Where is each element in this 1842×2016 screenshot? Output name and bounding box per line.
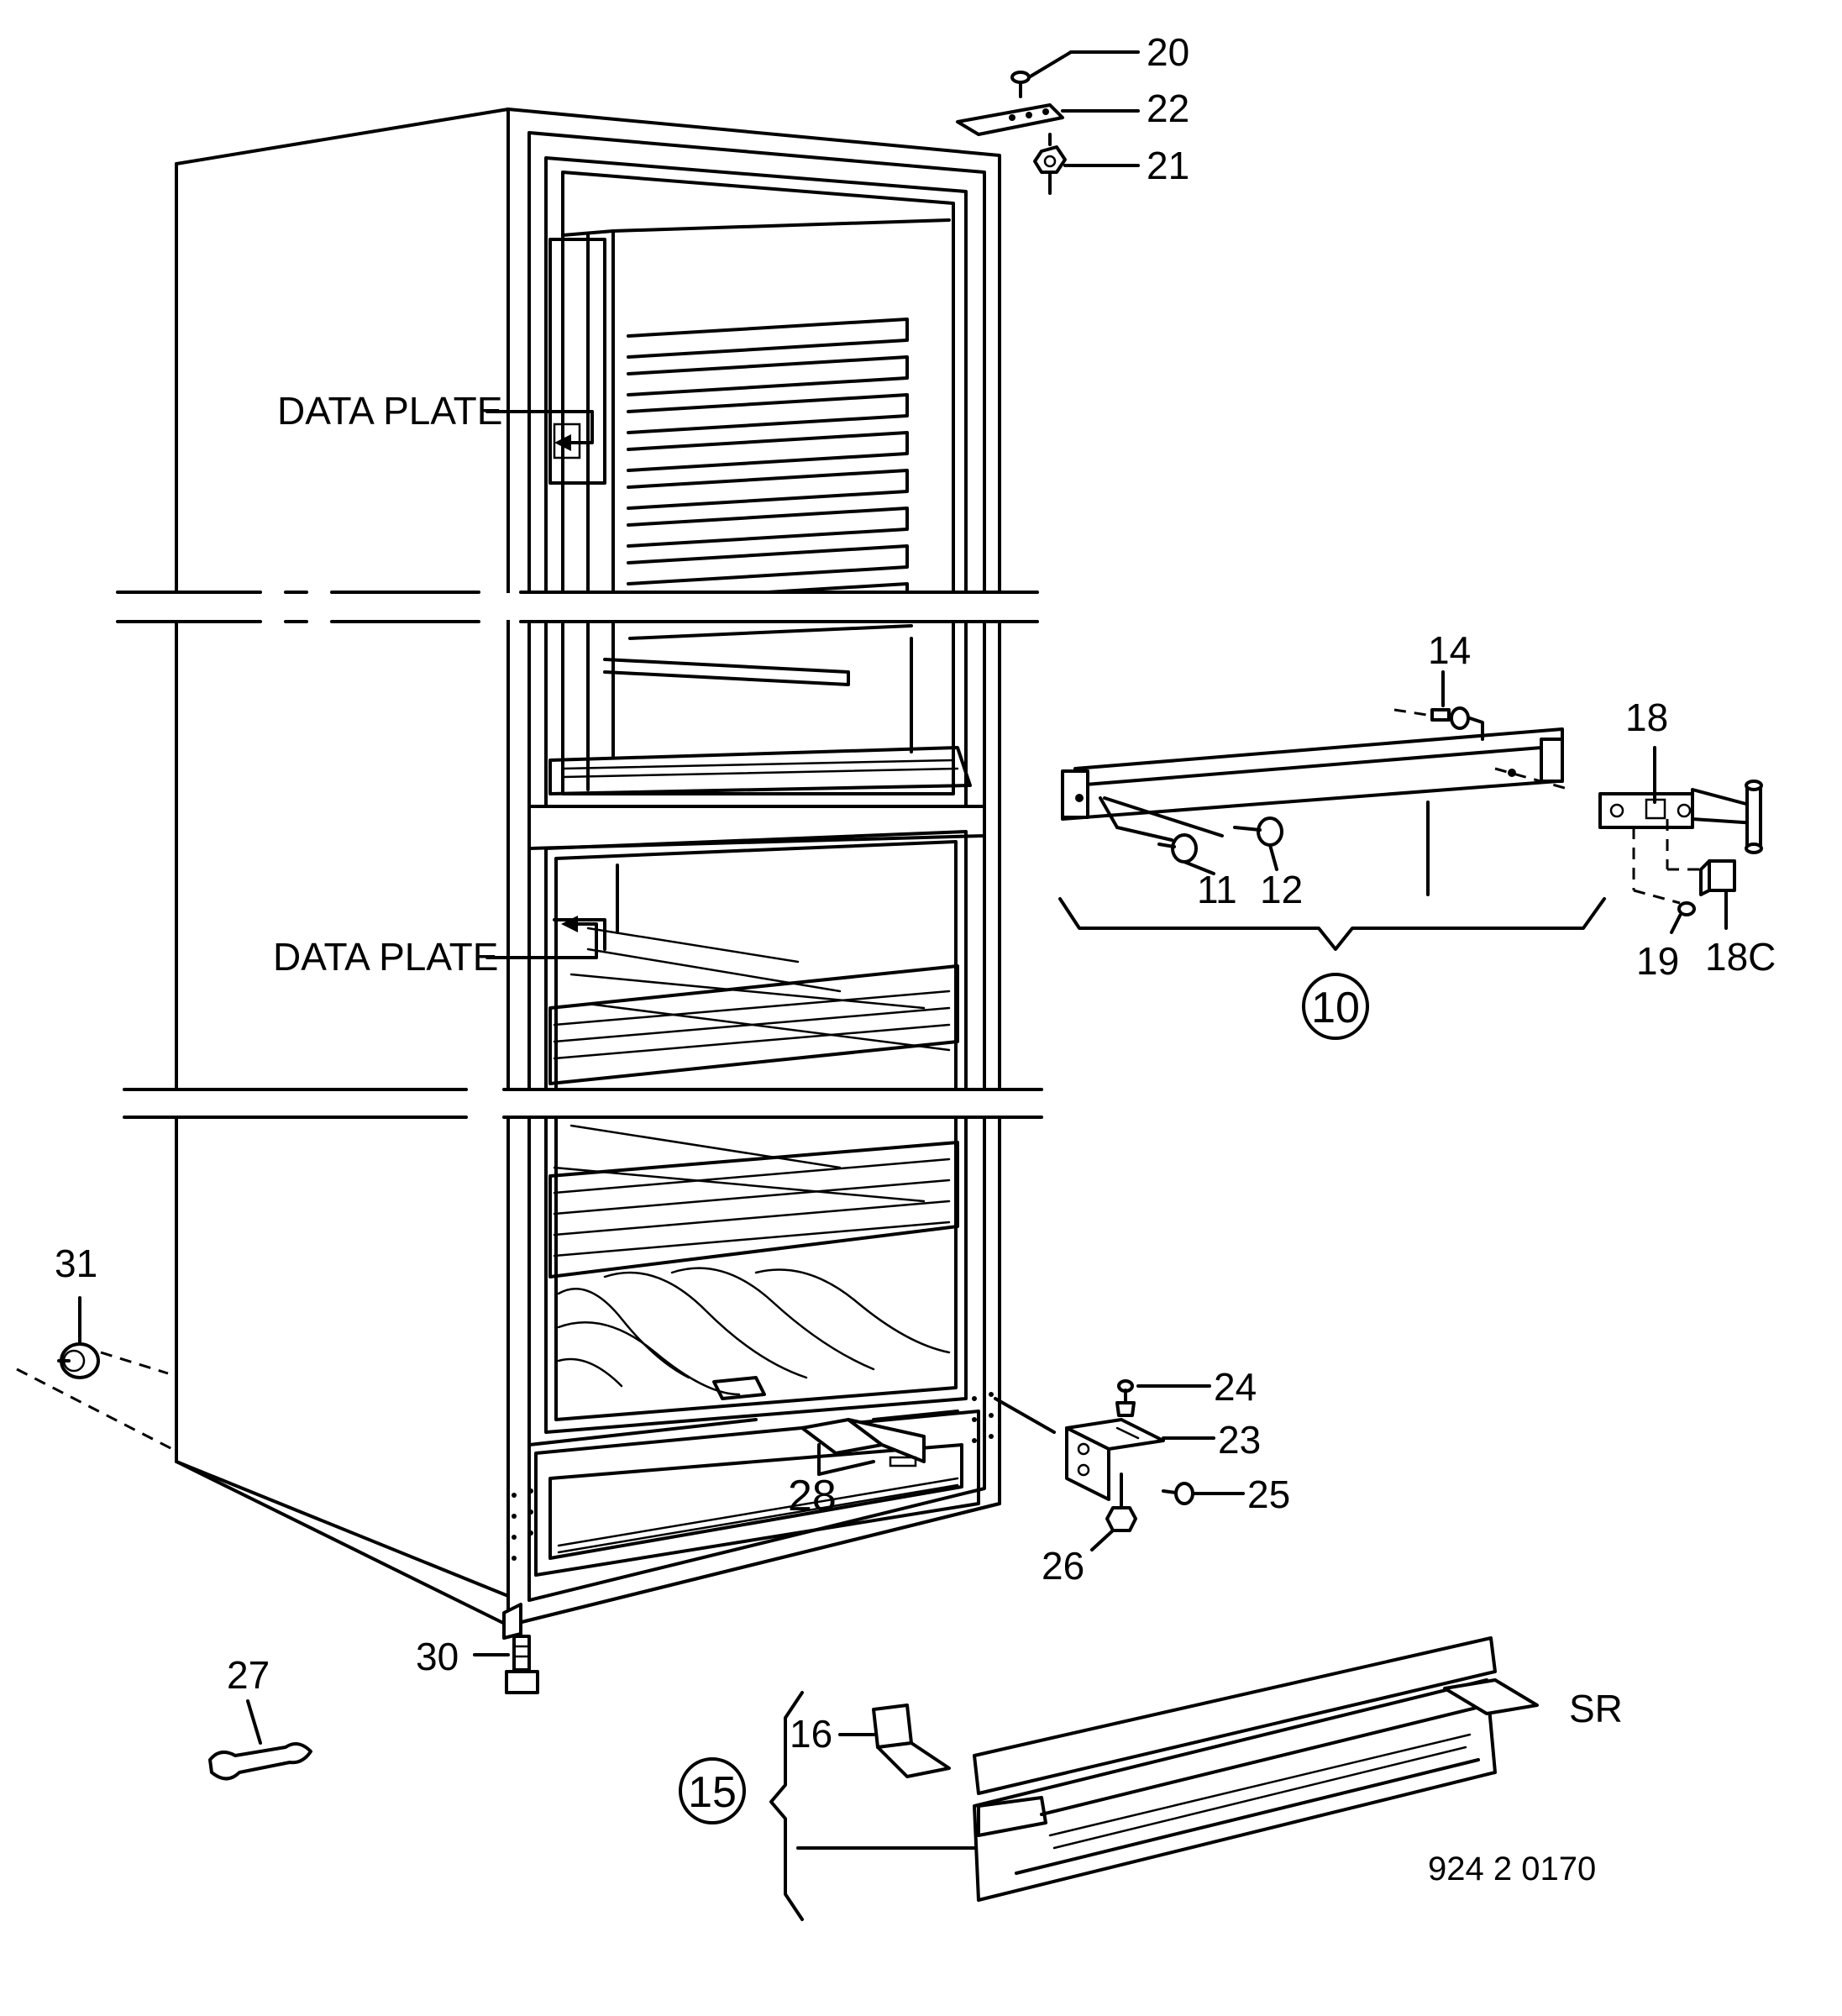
part-number-10: 10 [1311, 984, 1360, 1032]
data-plate-callout-upper [485, 410, 594, 451]
break-line-upper [109, 591, 1039, 623]
part-number-15: 15 [688, 1768, 737, 1817]
top-hinge-parts [956, 50, 1140, 195]
assembly-10-circle [1302, 973, 1369, 1040]
wire-shelf-upper [548, 927, 959, 1085]
drawing-number: 924 2 0170 [1428, 1851, 1596, 1887]
break-line-lower [109, 1088, 1043, 1119]
door-stop-assembly [1598, 746, 1763, 934]
hinge-holes-right [972, 1392, 994, 1443]
door-bar-assembly [1058, 670, 1606, 951]
part-number-18c: 18C [1705, 935, 1776, 979]
leveling-foot-30 [473, 1635, 539, 1694]
bottom-hinge-parts [994, 1379, 1245, 1551]
part-number-24: 24 [1214, 1365, 1257, 1409]
adjustable-foot-31 [16, 1296, 173, 1451]
part-number-21: 21 [1147, 144, 1189, 187]
part-number-25: 25 [1247, 1473, 1290, 1516]
part-number-16: 16 [790, 1712, 832, 1756]
part-number-30: 30 [416, 1635, 459, 1678]
part-number-20: 20 [1147, 30, 1189, 74]
data-plate-label-lower: DATA PLATE [273, 935, 498, 979]
drip-bracket [800, 1418, 926, 1467]
data-plate-callout-lower [485, 916, 598, 959]
part-number-26: 26 [1042, 1544, 1084, 1588]
refrigerator-cabinet [109, 108, 1043, 1640]
part-number-14: 14 [1428, 628, 1471, 672]
data-plate-label-upper: DATA PLATE [277, 389, 502, 433]
part-number-19: 19 [1636, 939, 1679, 983]
hinge-holes-left [512, 1488, 533, 1561]
wire-shelf-lower [548, 1124, 959, 1278]
part-28-leader [817, 1443, 875, 1476]
wrench-27 [208, 1699, 312, 1781]
variant-label-sr: SR [1569, 1687, 1623, 1730]
part-number-27: 27 [227, 1653, 270, 1697]
part-number-28: 28 [788, 1472, 837, 1520]
part-number-31: 31 [55, 1242, 97, 1285]
part-number-12: 12 [1260, 868, 1303, 911]
door-trim-assembly [769, 1636, 1539, 1921]
assembly-15-circle [679, 1757, 746, 1824]
part-number-22: 22 [1147, 87, 1189, 130]
part-number-23: 23 [1218, 1418, 1261, 1462]
part-number-11: 11 [1197, 868, 1237, 911]
part-number-18: 18 [1625, 696, 1668, 739]
cooling-coil [557, 1267, 951, 1396]
